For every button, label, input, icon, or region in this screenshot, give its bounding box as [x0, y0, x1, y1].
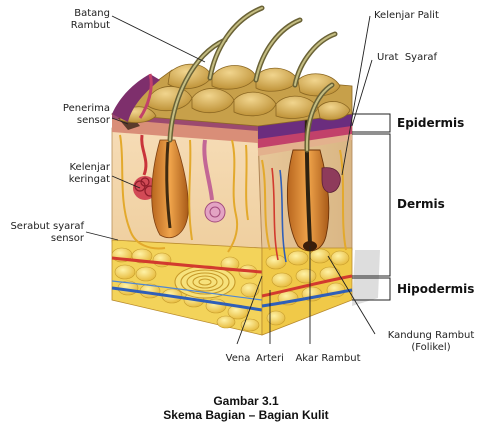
leader-kelenjar-keringat	[111, 175, 141, 189]
label-urat-syaraf: Urat Syaraf	[377, 52, 437, 63]
label-serabut-syaraf: Serabut syaraf sensor	[10, 221, 84, 244]
bracket-epidermis	[352, 113, 391, 133]
label-kelenjar-keringat: Kelenjar keringat	[68, 162, 110, 185]
side-face	[257, 111, 353, 336]
label-vena: Vena	[225, 353, 251, 364]
nerve-fibres	[119, 134, 249, 253]
leader-lines	[85, 15, 376, 345]
leader-urat-syaraf	[351, 59, 373, 127]
label-dermis: Dermis	[397, 197, 445, 211]
leader-batang-rambut	[111, 15, 206, 63]
label-penerima-sensor: Penerima sensor	[62, 103, 110, 126]
bracket-dermis	[352, 133, 391, 277]
front-face	[111, 114, 263, 336]
label-kandung-rambut: Kandung Rambut (Folikel)	[387, 330, 475, 353]
layer-brackets	[352, 113, 391, 301]
label-epidermis: Epidermis	[397, 116, 465, 130]
leader-penerima-sensor	[111, 117, 129, 125]
front-follicle	[151, 139, 189, 239]
caption-figure-number: Gambar 3.1	[213, 394, 279, 408]
pink-gland	[202, 139, 226, 223]
caption-title: Skema Bagian – Bagian Kulit	[163, 408, 329, 422]
label-hipodermis: Hipodermis	[397, 282, 475, 296]
top-face	[110, 63, 353, 127]
hair-shafts	[167, 5, 338, 153]
label-batang-rambut: Batang Rambut	[70, 8, 110, 31]
side-vessels	[261, 149, 353, 308]
bracket-hipodermis	[352, 277, 391, 301]
label-arteri: Arteri	[256, 353, 284, 364]
label-kelenjar-palit: Kelenjar Palit	[374, 10, 439, 21]
label-akar-rambut: Akar Rambut	[295, 353, 361, 364]
sebaceous-gland	[321, 167, 341, 193]
leader-kandung-rambut	[327, 255, 376, 335]
leader-serabut-syaraf	[85, 231, 119, 241]
lamellar-corpuscle	[174, 265, 236, 299]
leader-vena	[236, 275, 263, 345]
leader-kelenjar-palit	[341, 15, 371, 176]
front-vessels	[111, 256, 263, 312]
